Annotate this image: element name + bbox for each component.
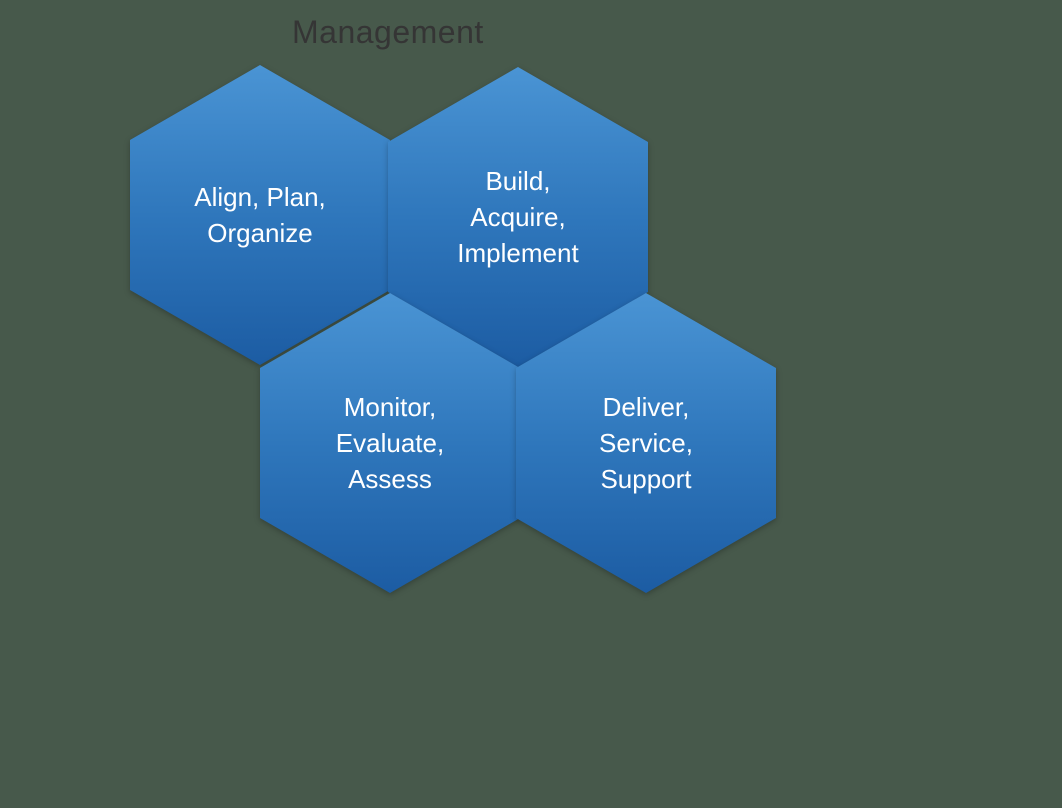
hexagon-label-line: Build, xyxy=(485,166,551,196)
hexagon-shape: Deliver, Service, Support xyxy=(516,293,776,593)
hexagon-monitor-evaluate-assess: Monitor, Evaluate, Assess xyxy=(260,293,520,593)
hexagon-label-line: Service, xyxy=(599,428,693,458)
hexagon-label: Monitor, Evaluate, Assess xyxy=(336,389,444,497)
diagram-title: Management xyxy=(292,14,484,50)
hexagon-label-line: Monitor, xyxy=(343,392,437,422)
hexagon-label: Align, Plan, Organize xyxy=(194,179,326,251)
hexagon-label-line: Assess xyxy=(348,464,432,494)
hexagon-deliver-service-support: Deliver, Service, Support xyxy=(516,293,776,593)
hexagon-label-line: Align, Plan, xyxy=(194,182,326,212)
hexagon-label-line: Support xyxy=(600,464,692,494)
hexagon-label-line: Organize xyxy=(207,218,313,248)
hexagon-label-line: Implement xyxy=(457,238,579,268)
hexagon-label-line: Deliver, xyxy=(602,392,690,422)
hexagon-label-line: Acquire, xyxy=(470,202,566,232)
hexagon-shape: Monitor, Evaluate, Assess xyxy=(260,293,520,593)
hexagon-label: Deliver, Service, Support xyxy=(599,389,693,497)
hexagon-align-plan-organize: Align, Plan, Organize xyxy=(130,65,390,365)
hexagon-label: Build, Acquire, Implement xyxy=(457,163,578,271)
hexagon-label-line: Evaluate, xyxy=(335,428,445,458)
